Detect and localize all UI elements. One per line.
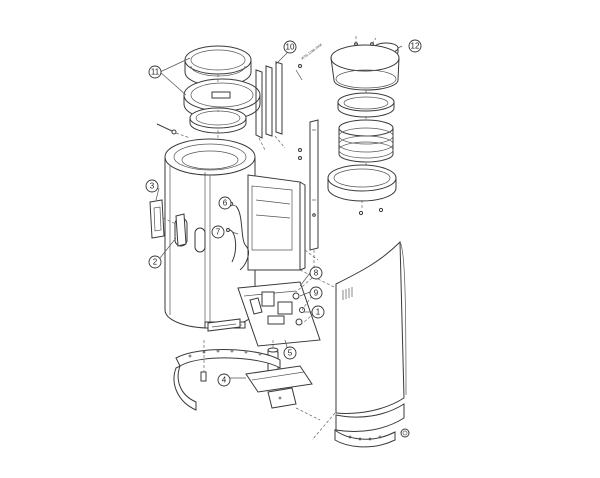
callout-2: 2 [148, 255, 162, 269]
callout-7: 7 [211, 225, 225, 239]
svg-text:3: 3 [150, 182, 155, 191]
side-plates [149, 199, 187, 247]
support-bracket [304, 119, 319, 278]
callout-5: 5 [283, 346, 297, 360]
callout-11: 11 [148, 65, 162, 79]
svg-text:1: 1 [316, 308, 321, 317]
callout-6: 6 [218, 196, 232, 210]
svg-text:12: 12 [411, 42, 420, 51]
head-assembly: ЖТБ-1280-ЛКЖ [300, 36, 400, 216]
callout-4: 4 [217, 373, 231, 387]
callout-3: 3 [145, 179, 159, 193]
side-panel [247, 174, 306, 271]
svg-text:8: 8 [314, 269, 319, 278]
svg-text:7: 7 [216, 228, 221, 237]
clamp-band [173, 340, 281, 411]
callout-9: 9 [309, 286, 323, 300]
cover-band [334, 403, 410, 448]
svg-text:11: 11 [151, 68, 160, 77]
leader-lines [155, 45, 403, 379]
callout-8: 8 [309, 266, 323, 280]
part-marking-text: ЖТБ-1280-ЛКЖ [300, 42, 324, 61]
svg-text:9: 9 [314, 289, 319, 298]
svg-text:2: 2 [153, 258, 158, 267]
callout-10: 10 [283, 40, 297, 54]
svg-text:6: 6 [223, 199, 228, 208]
bottom-mount-bracket [245, 340, 321, 421]
callout-12: 12 [408, 39, 422, 53]
heating-rods [255, 61, 303, 160]
bolt-pin [156, 123, 191, 139]
thermostat-wire [226, 201, 249, 271]
top-ring-assembly [183, 45, 261, 142]
control-valve-assembly [207, 277, 321, 347]
svg-text:4: 4 [222, 376, 227, 385]
svg-text:10: 10 [286, 43, 295, 52]
svg-text:5: 5 [288, 349, 293, 358]
callout-1: 1 [311, 305, 325, 319]
